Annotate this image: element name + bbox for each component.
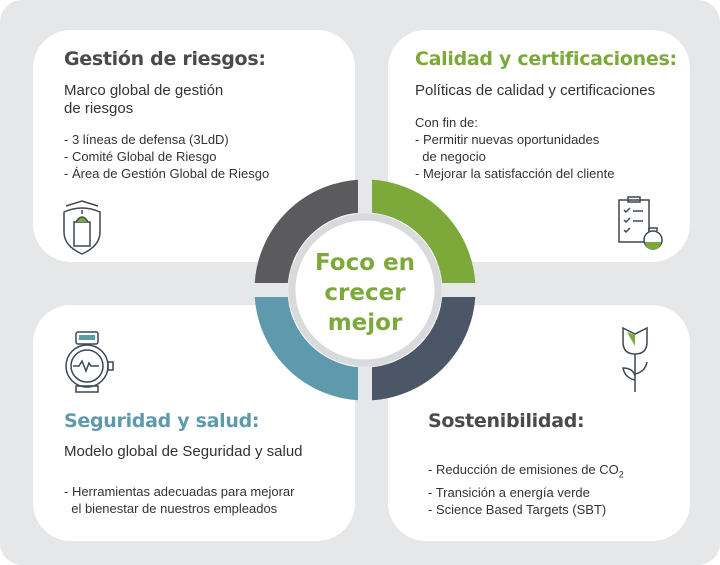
list-item: - Área de Gestión Global de Riesgo — [64, 166, 270, 181]
smartwatch-heartbeat-icon — [65, 331, 114, 393]
list-item: - Mejorar la satisfacción del cliente — [415, 166, 615, 181]
list-item: - Permitir nuevas oportunidades — [415, 132, 600, 147]
center-circle — [288, 213, 442, 367]
risk-list: - 3 líneas de defensa (3LdD) - Comité Glo… — [64, 131, 269, 182]
quality-title: Calidad y certificaciones: — [415, 48, 677, 70]
list-item: - Comité Global de Riesgo — [64, 149, 217, 164]
list-item: - Herramientas adecuadas para mejorar — [64, 484, 295, 499]
quality-subtitle: Políticas de calidad y certificaciones — [415, 82, 656, 99]
clipboard-checklist-icon — [618, 196, 663, 250]
tulip-flower-icon — [622, 326, 648, 392]
quality-intro: Con fin de: — [415, 115, 478, 130]
shield-building-icon — [63, 200, 101, 255]
sustainability-list: - Reducción de emisiones de CO2 - Transic… — [428, 461, 624, 518]
safety-list: - Herramientas adecuadas para mejorar el… — [64, 483, 295, 517]
list-item: de negocio — [415, 149, 486, 164]
safety-title: Seguridad y salud: — [64, 410, 260, 432]
sustainability-title: Sostenibilidad: — [428, 410, 585, 432]
risk-title: Gestión de riesgos: — [64, 48, 266, 70]
list-item: - Reducción de emisiones de CO2 — [428, 462, 624, 480]
safety-subtitle: Modelo global de Seguridad y salud — [64, 443, 303, 460]
list-item: - 3 líneas de defensa (3LdD) — [64, 132, 229, 147]
list-item: - Science Based Targets (SBT) — [428, 501, 607, 517]
list-item: el bienestar de nuestros empleados — [64, 501, 278, 516]
quality-list: - Permitir nuevas oportunidades de negoc… — [415, 131, 614, 182]
list-item: - Transición a energía verde — [428, 484, 590, 500]
